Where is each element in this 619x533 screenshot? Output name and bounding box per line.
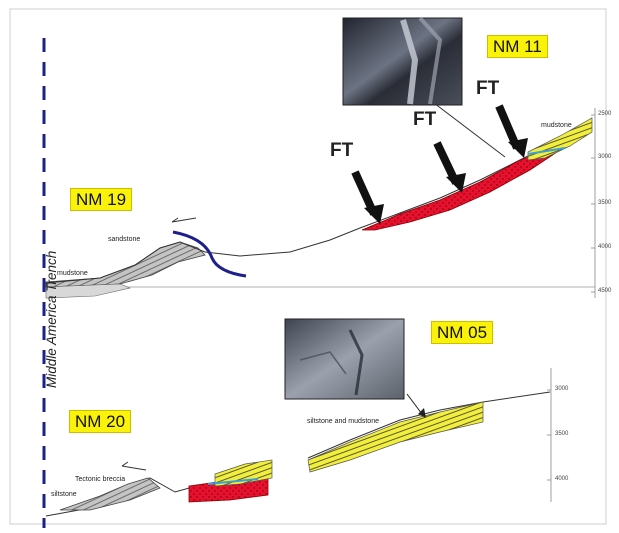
fault-label-2: FT — [413, 109, 437, 130]
fault-label-1: FT — [330, 140, 354, 161]
site-tag-nm11: NM 11 — [487, 35, 548, 58]
depth-tick: 4000 — [555, 476, 569, 482]
depth-tick: 3000 — [555, 386, 569, 392]
site-tag-nm05: NM 05 — [431, 321, 494, 344]
sandstone-wedge — [45, 241, 206, 288]
label-mudstone-right: mudstone — [541, 122, 572, 129]
depth-tick: 3500 — [598, 200, 612, 206]
label-sandstone: sandstone — [108, 236, 141, 243]
depth-tick: 3000 — [598, 154, 612, 160]
thrust-fault-line — [172, 230, 247, 278]
siltstone-wedge-nm11 — [527, 117, 593, 161]
depth-tick: 3500 — [555, 431, 569, 437]
site-tag-nm20: NM 20 — [69, 410, 132, 433]
label-mudstone-left: mudstone — [57, 270, 88, 277]
siltstone-mudstone-band-nm05 — [307, 401, 484, 473]
upper-seafloor-profile — [45, 117, 593, 284]
frame — [9, 8, 607, 525]
label-tectonic-breccia: Tectonic breccia — [75, 476, 126, 483]
depth-tick: 2500 — [598, 111, 612, 117]
depth-tick: 4500 — [598, 288, 612, 294]
site-tag-nm19: NM 19 — [70, 188, 133, 211]
outcrop-photo-nm11 — [342, 17, 463, 106]
photo-leader-upper — [429, 99, 506, 158]
depth-tick: 4000 — [598, 244, 612, 250]
fault-label-3: FT — [476, 78, 500, 99]
label-siltstone-mudstone: siltstone and mudstone — [307, 418, 379, 425]
label-siltstone: siltstone — [51, 491, 77, 498]
mudstone-unit — [45, 283, 132, 299]
tectonic-breccia-unit — [59, 477, 161, 511]
